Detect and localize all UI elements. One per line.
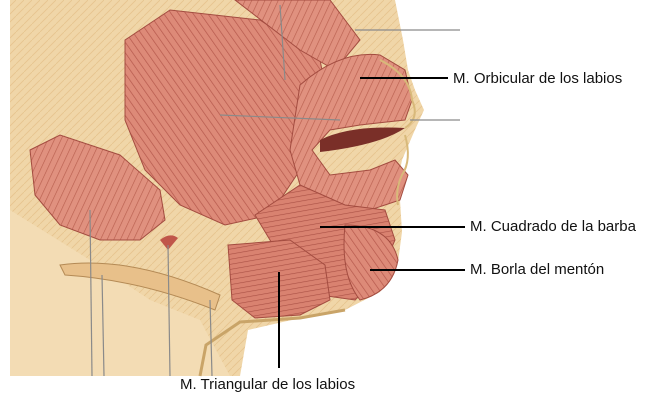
label-triangular-de-los-labios: M. Triangular de los labios	[180, 376, 355, 394]
label-cuadrado-de-la-barba: M. Cuadrado de la barba	[470, 218, 636, 236]
label-borla-del-menton: M. Borla del mentón	[470, 261, 604, 279]
label-orbicular-de-los-labios: M. Orbicular de los labios	[453, 70, 622, 88]
